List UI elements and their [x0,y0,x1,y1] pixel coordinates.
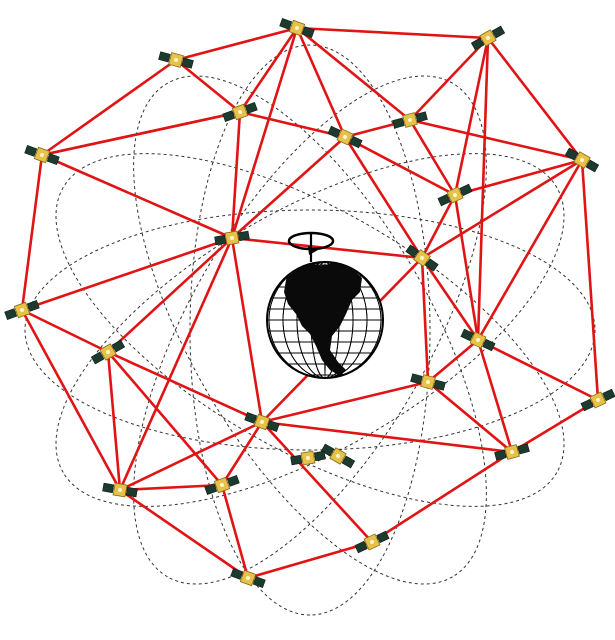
network-link [22,238,232,310]
network-link [422,160,582,258]
globe-icon [260,262,390,396]
satellite-icon [230,567,266,590]
network-link [455,160,582,195]
network-link [478,160,582,340]
network-link [108,238,232,352]
network-link [108,352,222,485]
network-link [478,340,512,452]
network-link [22,155,42,310]
satellite-icon [158,50,194,70]
rotation-arrow-icon [289,232,333,262]
network-link [428,382,512,452]
network-link [582,160,598,400]
network-link [262,422,512,452]
network-link [345,137,422,258]
network-link [455,195,478,340]
satellite-icon [392,110,428,130]
network-link [297,28,345,137]
network-link [297,28,410,120]
satellite-icon [327,124,363,149]
satellite-icon [354,529,390,554]
satellite-icon [320,442,355,469]
network-link [232,238,422,258]
network-link [262,382,428,422]
network-link [372,452,512,542]
network-link [428,340,478,382]
satellite-icon [437,182,473,207]
network-link [248,542,372,578]
network-link [410,38,488,120]
network-link [478,340,598,400]
network-link [120,490,248,578]
satellite-icon [290,449,326,467]
network-link [108,352,262,422]
network-link [176,60,240,112]
network-link [22,310,120,490]
network-link [232,238,262,422]
satellite-icon [494,442,530,462]
network-link [422,258,428,382]
network-link [262,422,372,542]
network-link [297,28,488,38]
network-link [42,155,232,238]
